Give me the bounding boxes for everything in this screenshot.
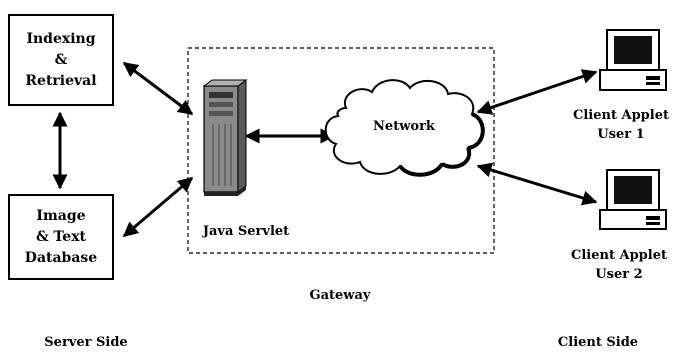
client-1-label: Client Applet User 1 [570,106,672,144]
server-side-label: Server Side [44,335,128,350]
indexing-line-3: Retrieval [25,72,97,89]
image-text-database-box: Image & Text Database [8,194,114,280]
client-side-label: Client Side [557,335,639,350]
client-2-line-1: Client Applet [571,248,667,263]
arrow-network-client2 [476,162,598,206]
computer-icon [599,29,667,91]
java-servlet-label: Java Servlet [202,224,290,239]
indexing-line-1: Indexing [26,30,96,47]
cloud-icon [324,79,485,177]
gateway-label: Gateway [309,288,371,303]
client-1-line-2: User 1 [597,127,645,142]
database-line-1: Image [36,207,86,224]
client-1-line-1: Client Applet [573,108,669,123]
computer-icon [599,169,667,230]
server-tower-icon [202,79,248,196]
database-line-3: Database [24,249,98,266]
client-2-label: Client Applet User 2 [566,246,672,284]
indexing-retrieval-box: Indexing & Retrieval [8,14,114,106]
indexing-line-2: & [54,51,68,68]
client-2-line-2: User 2 [595,267,643,282]
gateway-region [187,47,495,254]
arrow-network-client1 [476,69,598,115]
database-line-2: & Text [35,228,87,245]
arrow-database-servlet [122,176,194,238]
network-label: Network [373,119,435,134]
arrow-indexing-servlet [122,61,194,116]
